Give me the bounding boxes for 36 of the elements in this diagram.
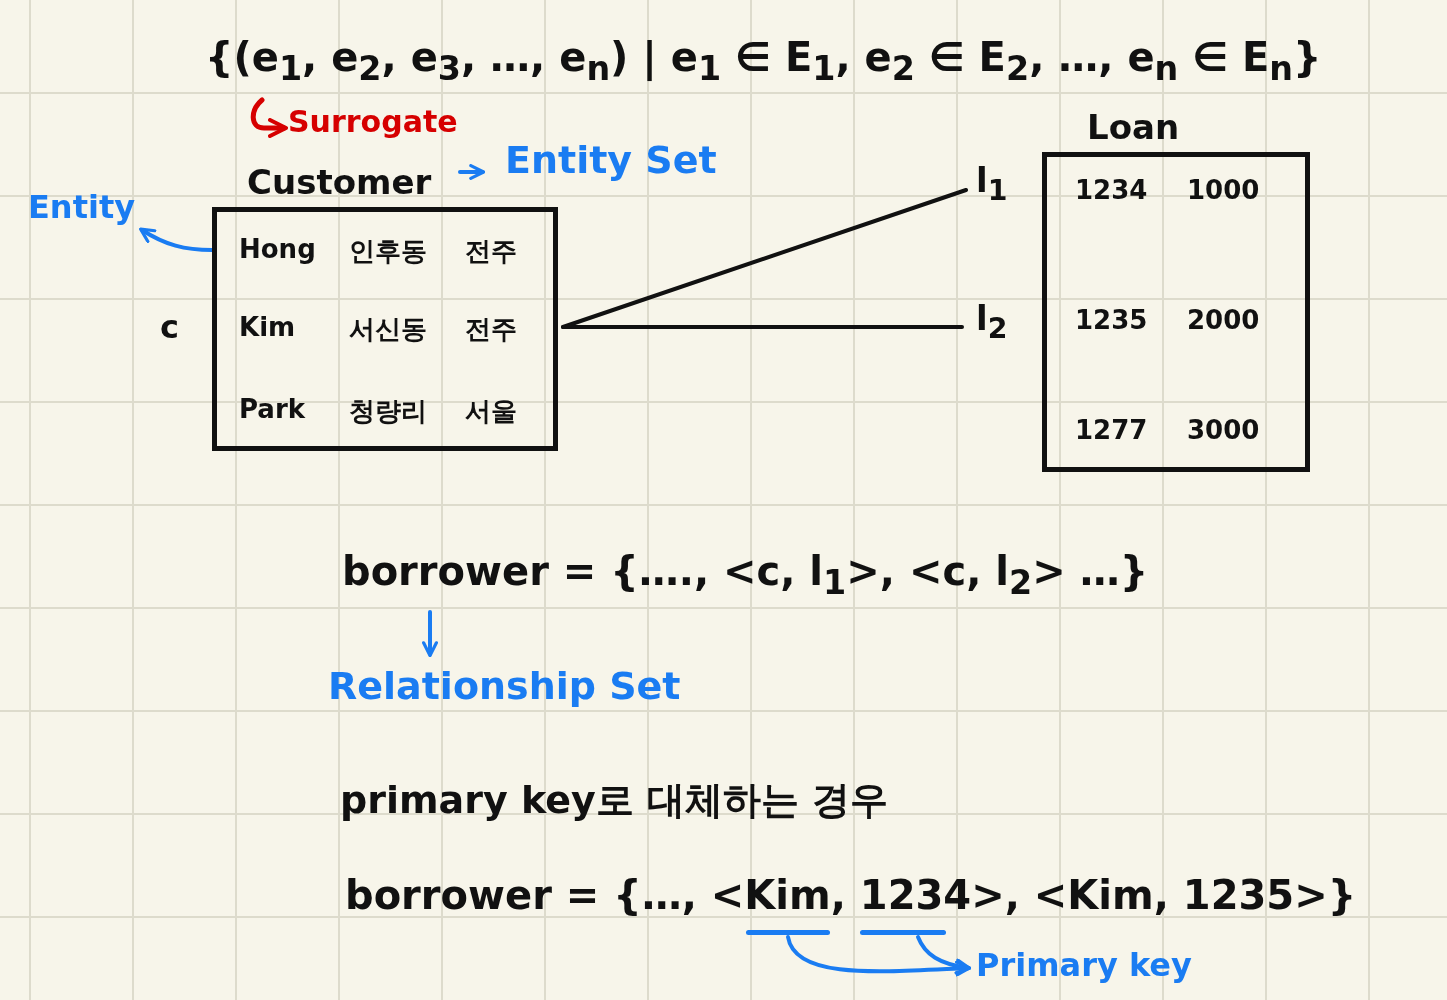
table-cell: 3000 xyxy=(1187,415,1260,445)
relation-label: l$_{2}$ xyxy=(976,298,1008,345)
table-heading: Customer xyxy=(247,162,432,202)
underline xyxy=(860,930,946,935)
arrow xyxy=(916,935,972,975)
arrow xyxy=(422,610,438,658)
table-cell: 1000 xyxy=(1187,175,1260,205)
connector-line xyxy=(561,325,964,329)
note-text: primary key로 대체하는 경우 xyxy=(340,777,889,824)
set-notation: {(e$_{1}$, e$_{2}$, e$_{3}$, …, e$_{n}$) | e$_{1}$ ∈ E$_{1}$, e$_{2}$ ∈ E$_{2}$, …, e$_{n}$ ∈ E$_{n}$} xyxy=(205,34,1322,88)
table-cell-text: 청량리 xyxy=(349,395,427,428)
table-cell-text: 전주 xyxy=(465,313,517,346)
table-cell-text: 서신동 xyxy=(349,313,427,346)
set-notation: borrower = {…., <c, l$_{1}$>, <c, l$_{2}$> …} xyxy=(342,548,1149,602)
relation-label: l$_{1}$ xyxy=(976,160,1008,207)
table-cell: 1234 xyxy=(1075,175,1148,205)
table-cell: Park xyxy=(239,394,305,424)
annotation-text: Entity Set xyxy=(505,138,717,182)
set-notation: borrower = {…, <Kim, 1234>, <Kim, 1235>} xyxy=(345,872,1357,918)
annotation-text: Entity xyxy=(28,188,136,226)
table-cell-text: 전주 xyxy=(465,235,517,268)
annotation-text: Surrogate xyxy=(288,104,458,139)
arrow xyxy=(139,227,214,252)
table-cell-text: 서울 xyxy=(465,395,517,428)
variable-label: c xyxy=(160,308,179,346)
table-heading: Loan xyxy=(1087,107,1180,147)
annotation-text: Primary key xyxy=(976,946,1192,984)
table-cell-text: 인후동 xyxy=(349,235,427,268)
table-cell: Kim xyxy=(239,312,296,342)
arrow xyxy=(458,164,486,180)
underline xyxy=(746,930,830,935)
table-cell: 1277 xyxy=(1075,415,1148,445)
table-cell: 2000 xyxy=(1187,305,1260,335)
table-cell: Hong xyxy=(239,234,316,264)
table-cell: 1235 xyxy=(1075,305,1148,335)
annotation-text: Relationship Set xyxy=(328,664,681,708)
